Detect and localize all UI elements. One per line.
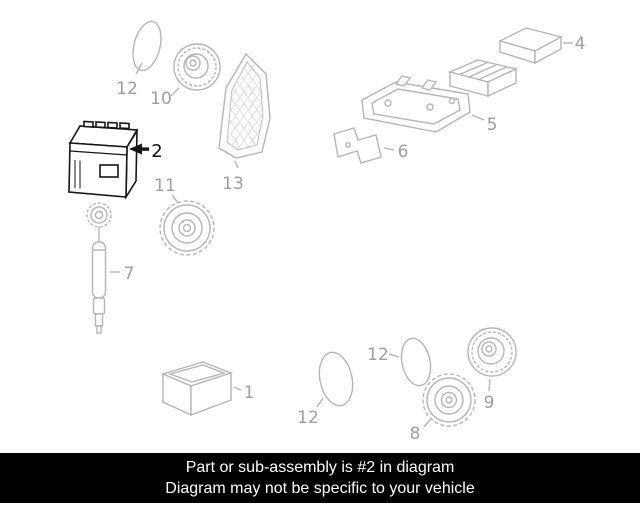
callout-8: 8 (410, 424, 421, 444)
callout-1: 1 (244, 383, 255, 403)
callout-7: 7 (124, 264, 135, 284)
banner-line1: Part or sub-assembly is #2 in diagram (185, 458, 455, 476)
banner-line2: Diagram may not be specific to your vehi… (165, 480, 475, 497)
callout-10: 10 (150, 89, 172, 109)
part-12-oring-right (388, 337, 432, 387)
part-5-amplifier (447, 59, 519, 98)
callout-12-bottom: 12 (297, 408, 319, 428)
callout-12-right: 12 (367, 345, 389, 365)
callout-11: 11 (154, 176, 176, 196)
part-11-speaker (159, 194, 215, 256)
part-5-mounting-plate (361, 75, 485, 133)
part-8-speaker (422, 373, 476, 428)
part-1-enclosure (160, 361, 242, 417)
part-9-speaker (467, 327, 517, 392)
part-2-pointer-arrow (129, 143, 149, 155)
part-12-oring-top (132, 20, 162, 75)
notice-banner: Part or sub-assembly is #2 in diagram Di… (0, 453, 640, 503)
callout-9: 9 (484, 393, 495, 413)
part-6-bracket (333, 127, 395, 164)
callout-12-top: 12 (116, 79, 138, 99)
callout-6: 6 (398, 142, 409, 162)
callout-5: 5 (487, 115, 498, 135)
part-4-module-box (498, 27, 573, 65)
part-2-highlighted-module (68, 120, 139, 200)
part-12-oring-bottom (316, 351, 354, 408)
part-13-speaker-grille (218, 52, 271, 169)
callout-4: 4 (575, 34, 586, 54)
part-7-antenna (86, 202, 120, 334)
callout-2-highlighted: 2 (151, 141, 162, 162)
part-10-speaker (170, 43, 221, 97)
callout-13: 13 (222, 174, 244, 194)
